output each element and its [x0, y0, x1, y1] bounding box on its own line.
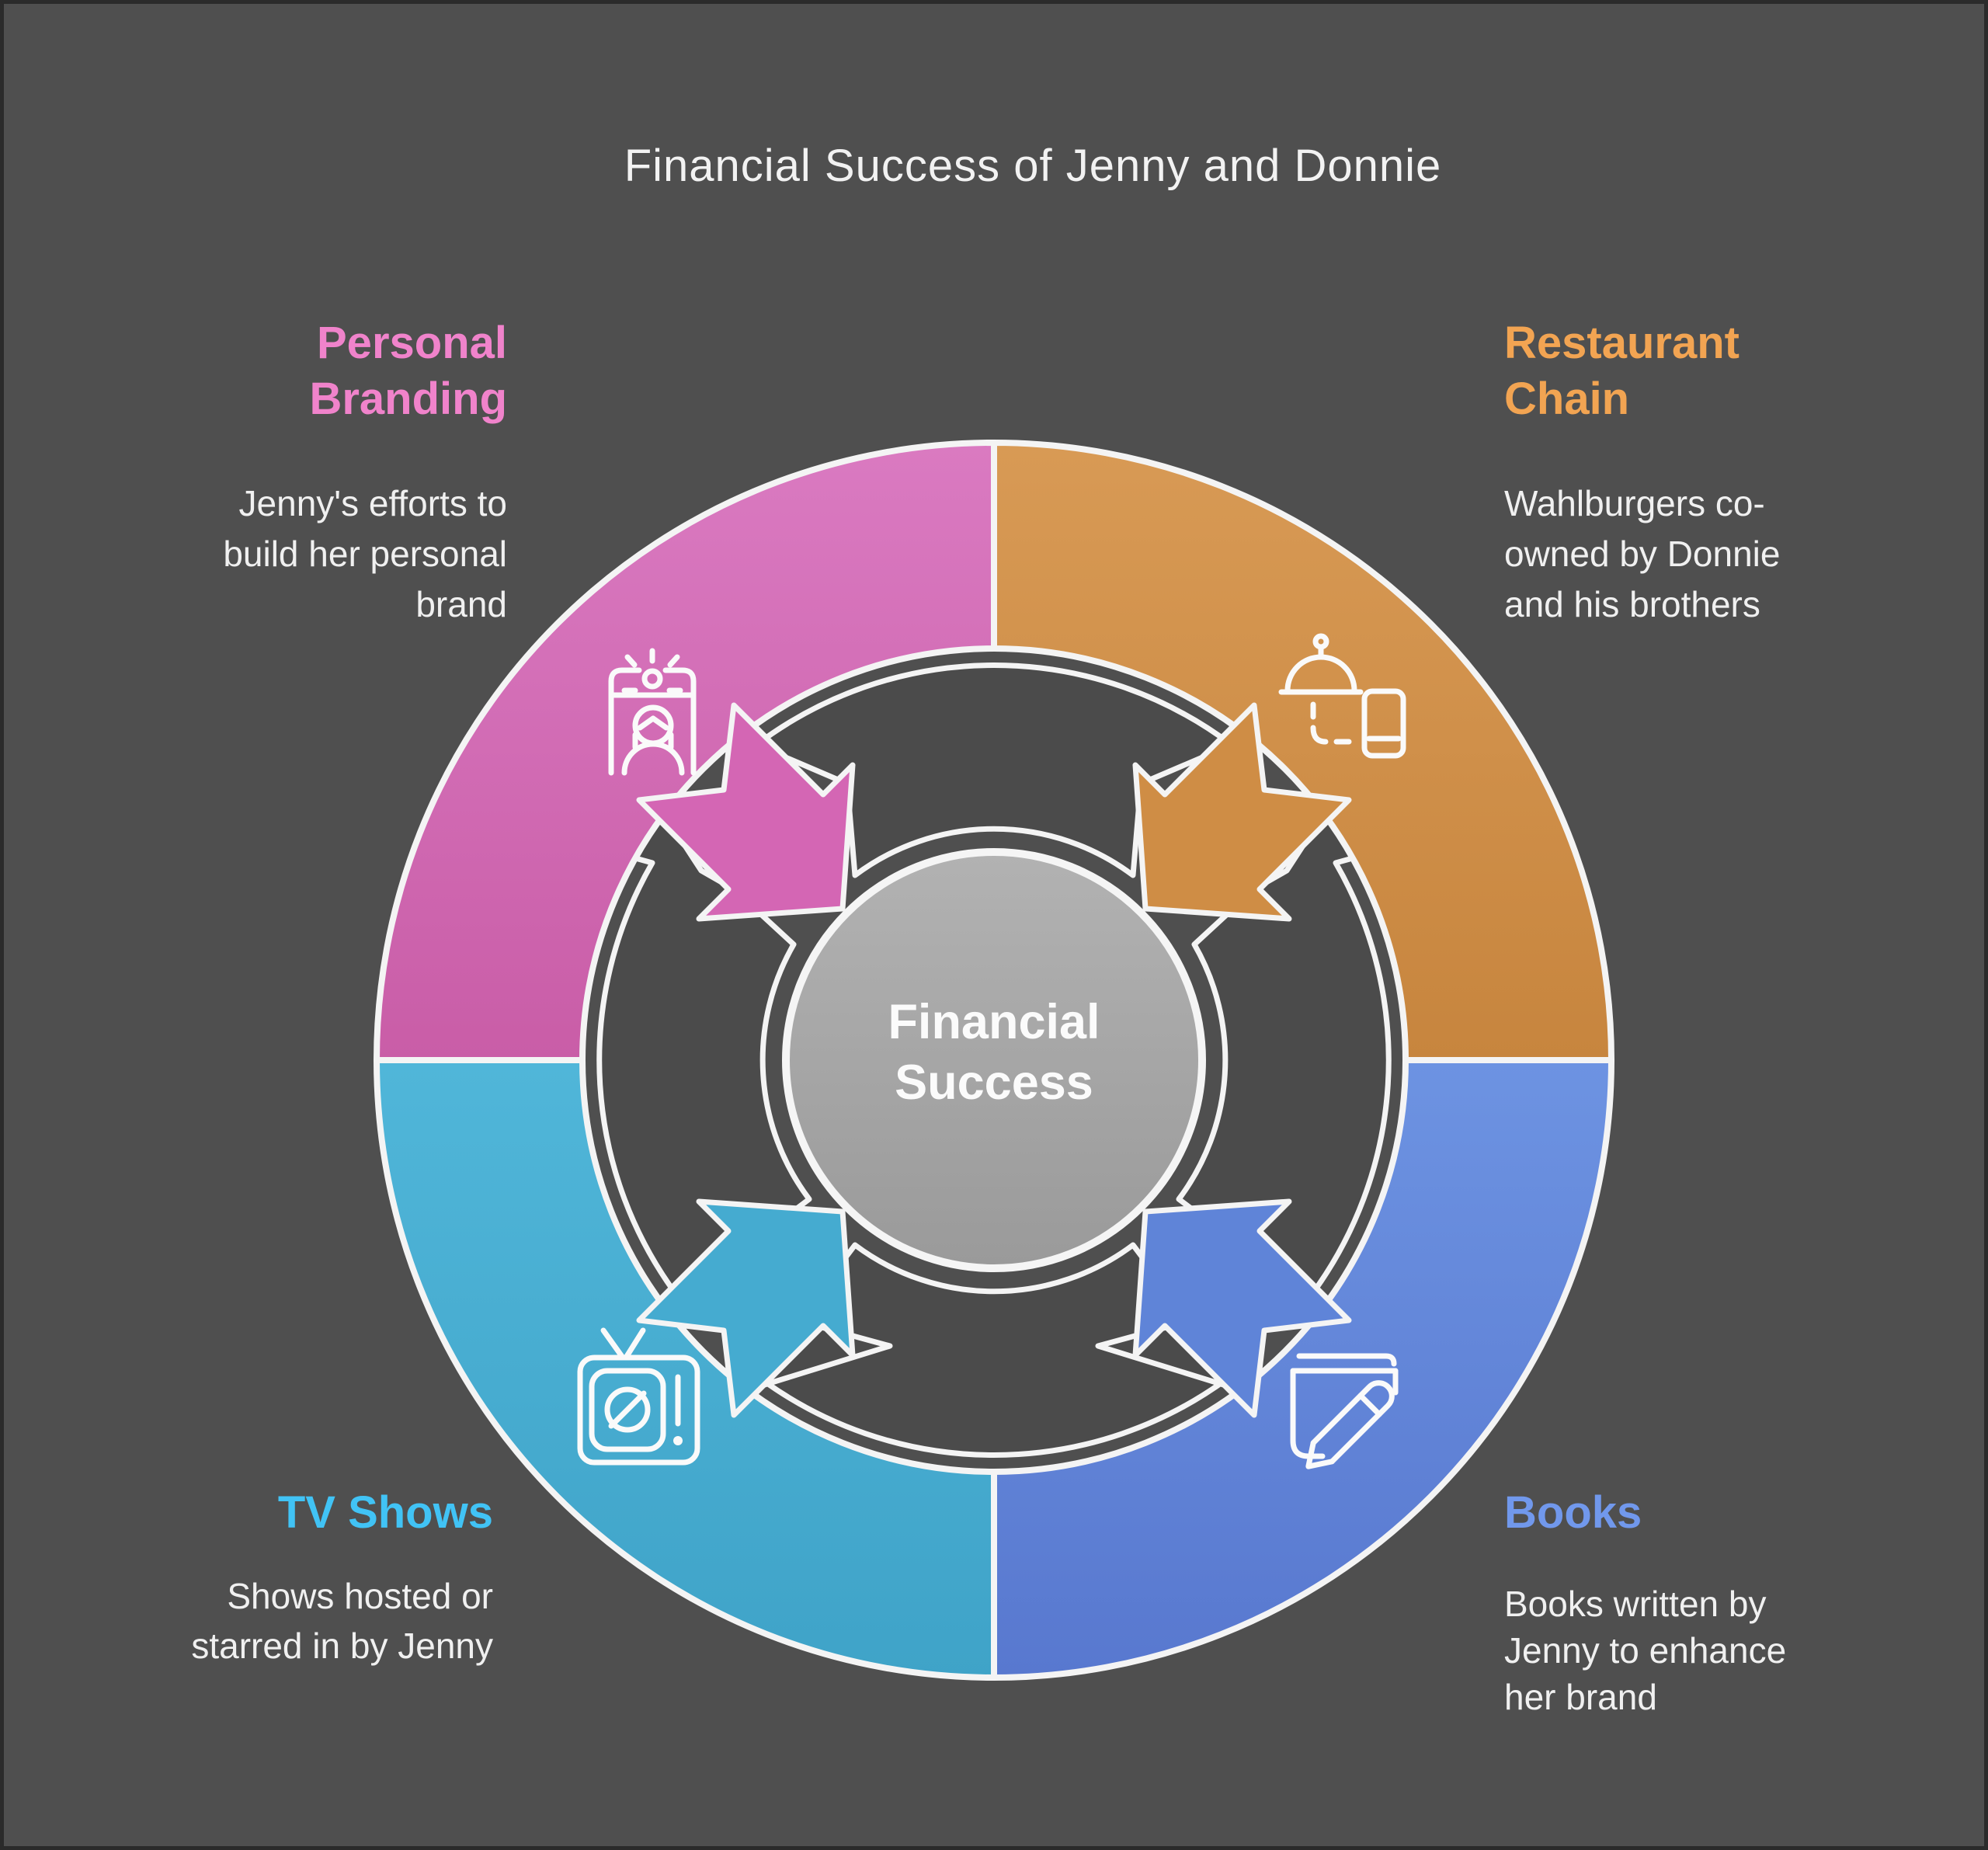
book-pencil-icon [1290, 1353, 1399, 1469]
segment-tv-shows [374, 1057, 997, 1681]
section-desc-line: Books written by [1504, 1584, 1766, 1624]
segment-icons [577, 633, 1406, 1469]
label-personal-branding: Personal Branding Jenny's efforts to bui… [223, 318, 507, 624]
cycle-diagram: Financial Success of Jenny and Donnie Fi… [191, 141, 1786, 1717]
center-label-line2: Success [895, 1055, 1093, 1110]
section-desc-line: Shows hosted or [227, 1576, 493, 1616]
segment-restaurant-chain [991, 440, 1614, 1063]
arrow-personal-branding [636, 702, 856, 922]
section-title-line: TV Shows [278, 1487, 493, 1538]
woman-id-badge-icon [608, 648, 697, 776]
section-desc-line: brand [415, 584, 507, 624]
cycle-arc-bottom [753, 1242, 1235, 1458]
section-desc-line: build her personal [223, 534, 507, 574]
cycle-arc-left [596, 814, 812, 1301]
section-title-line: Books [1504, 1487, 1642, 1538]
tv-icon [577, 1327, 700, 1466]
arrow-tv-shows [636, 1198, 856, 1418]
section-desc-line: her brand [1504, 1677, 1657, 1717]
label-tv-shows: TV Shows Shows hosted or starred in by J… [191, 1487, 493, 1666]
section-title-line: Restaurant [1504, 318, 1740, 368]
section-desc-line: Jenny's efforts to [239, 483, 507, 523]
section-title-line: Chain [1504, 374, 1629, 424]
label-books: Books Books written by Jenny to enhance … [1504, 1487, 1786, 1717]
segment-personal-branding [374, 440, 997, 1063]
section-title-line: Personal [317, 318, 507, 368]
arrow-books [1132, 1198, 1352, 1418]
inward-arrows [636, 702, 1352, 1418]
section-desc-line: Jenny to enhance [1504, 1630, 1786, 1671]
section-labels: Personal Branding Jenny's efforts to bui… [191, 318, 1786, 1717]
food-delivery-icon [1278, 633, 1406, 759]
section-desc-line: owned by Donnie [1504, 534, 1780, 574]
section-desc-line: Wahlburgers co- [1504, 483, 1765, 523]
cycle-arc-right [1176, 814, 1392, 1301]
page-title: Financial Success of Jenny and Donnie [624, 141, 1442, 191]
label-restaurant-chain: Restaurant Chain Wahlburgers co- owned b… [1504, 318, 1780, 624]
center-circle [782, 848, 1206, 1272]
section-title-line: Branding [309, 374, 507, 424]
arrow-restaurant-chain [1132, 702, 1352, 922]
section-desc-line: and his brothers [1504, 584, 1760, 624]
center-label-line1: Financial [888, 995, 1100, 1049]
section-desc-line: starred in by Jenny [191, 1626, 493, 1666]
center-node: Financial Success [782, 848, 1206, 1272]
